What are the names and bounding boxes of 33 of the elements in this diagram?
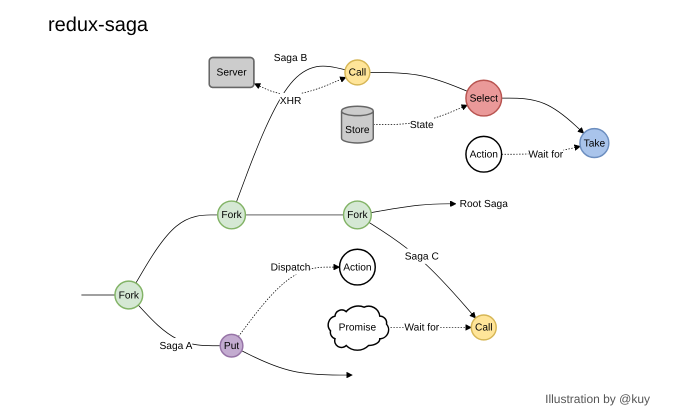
edge-label: Saga B [274, 51, 308, 63]
edge-label: Wait for [528, 148, 564, 160]
edge-label: XHR [280, 94, 302, 106]
edge-label: State [410, 118, 434, 130]
connector [369, 72, 468, 92]
arrow [372, 104, 468, 125]
node-circle: Action [465, 136, 502, 173]
node-circle: Take [579, 128, 610, 158]
node-circle: Put [220, 334, 244, 358]
connector [135, 214, 218, 284]
note-text: Illustration by @kuy [545, 392, 650, 406]
node-circle: Fork [216, 200, 246, 230]
edge-label: Wait for [404, 321, 440, 333]
node-text: Root Saga [460, 198, 508, 210]
arrow [254, 76, 346, 95]
node-circle: Action [338, 248, 376, 286]
diagram-title: redux-saga [48, 14, 148, 37]
connector [245, 214, 344, 216]
node-circle: Select [465, 80, 502, 117]
node-circle: Call [344, 59, 371, 86]
edge-label: Saga C [404, 250, 439, 262]
connector [81, 294, 116, 296]
arrow [368, 222, 476, 318]
arrow [238, 264, 340, 338]
edge-label: Dispatch [270, 260, 310, 273]
arrow [241, 350, 353, 378]
node-circle: Fork [114, 280, 144, 310]
edge-label: Saga A [159, 339, 192, 352]
connector [236, 66, 346, 202]
node-circle: Call [470, 314, 497, 341]
node-circle: Fork [342, 200, 372, 230]
arrow [501, 98, 584, 134]
arrow [370, 200, 456, 213]
